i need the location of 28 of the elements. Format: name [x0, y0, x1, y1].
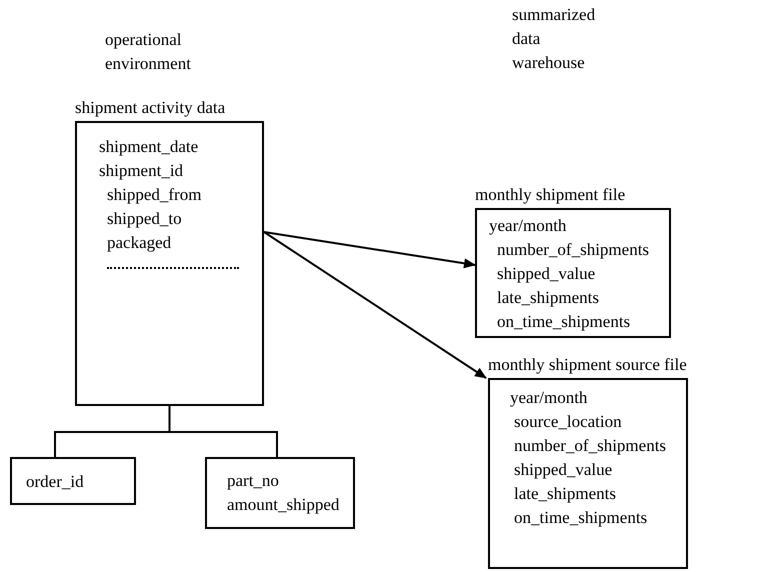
record-title: monthly shipment source file — [488, 355, 687, 375]
field-name: shipment_id — [99, 160, 184, 182]
field-name: shipment_date — [99, 136, 198, 158]
field-name: number_of_shipments — [497, 239, 650, 261]
field-name: late_shipments — [514, 483, 616, 505]
record-title: monthly shipment file — [475, 185, 626, 205]
field-name: shipped_from — [107, 184, 202, 206]
field-name: amount_shipped — [227, 494, 340, 516]
field-name: packaged — [107, 232, 172, 254]
section-label: operational environment — [105, 29, 192, 75]
field-name: shipped_value — [497, 263, 596, 285]
field-name: number_of_shipments — [514, 435, 666, 457]
record-title: shipment activity data — [75, 98, 226, 118]
arrow — [263, 231, 487, 379]
field-name: order_id — [26, 471, 84, 493]
arrow — [264, 231, 476, 268]
field-name: year/month — [489, 215, 566, 237]
record-box — [205, 457, 355, 529]
field-name: source_location — [514, 411, 622, 433]
field-name: year/month — [510, 387, 588, 409]
field-name: shipped_to — [107, 208, 182, 230]
field-name: on_time_shipments — [514, 507, 648, 529]
field-name: on_time_shipments — [497, 311, 630, 333]
section-label: summarized data warehouse — [512, 4, 596, 74]
field-name: part_no — [227, 470, 279, 492]
field-name: shipped_value — [514, 459, 612, 481]
record-box — [10, 457, 136, 505]
field-name: late_shipments — [497, 287, 599, 309]
